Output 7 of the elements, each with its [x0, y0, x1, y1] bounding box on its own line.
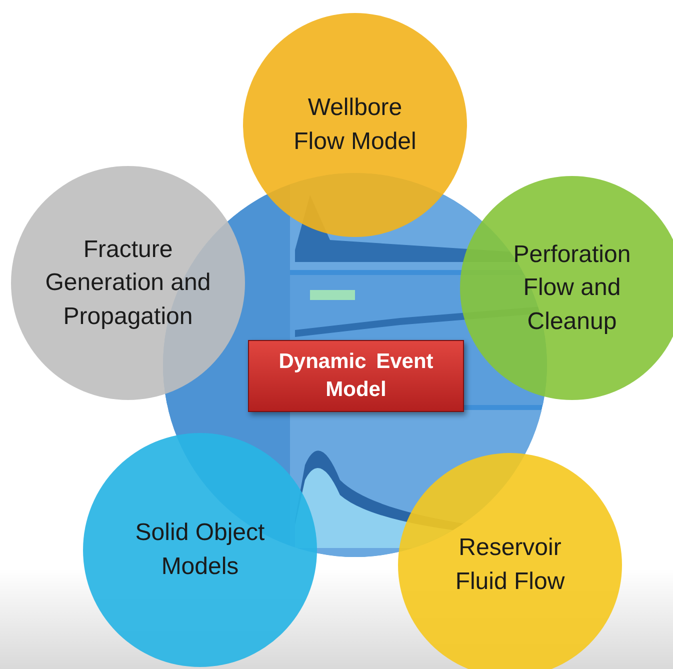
topic-label: Perforation Flow and Cleanup — [512, 240, 632, 337]
topic-label: Wellbore Flow Model — [292, 93, 418, 157]
topic-label: Fracture Generation and Propagation — [44, 234, 212, 332]
model-box — [248, 340, 464, 412]
model-label: Dynamic Event Model — [278, 350, 434, 401]
topic-label: Reservoir Fluid Flow — [454, 533, 566, 597]
topic-label: Solid Object Models — [134, 518, 266, 582]
